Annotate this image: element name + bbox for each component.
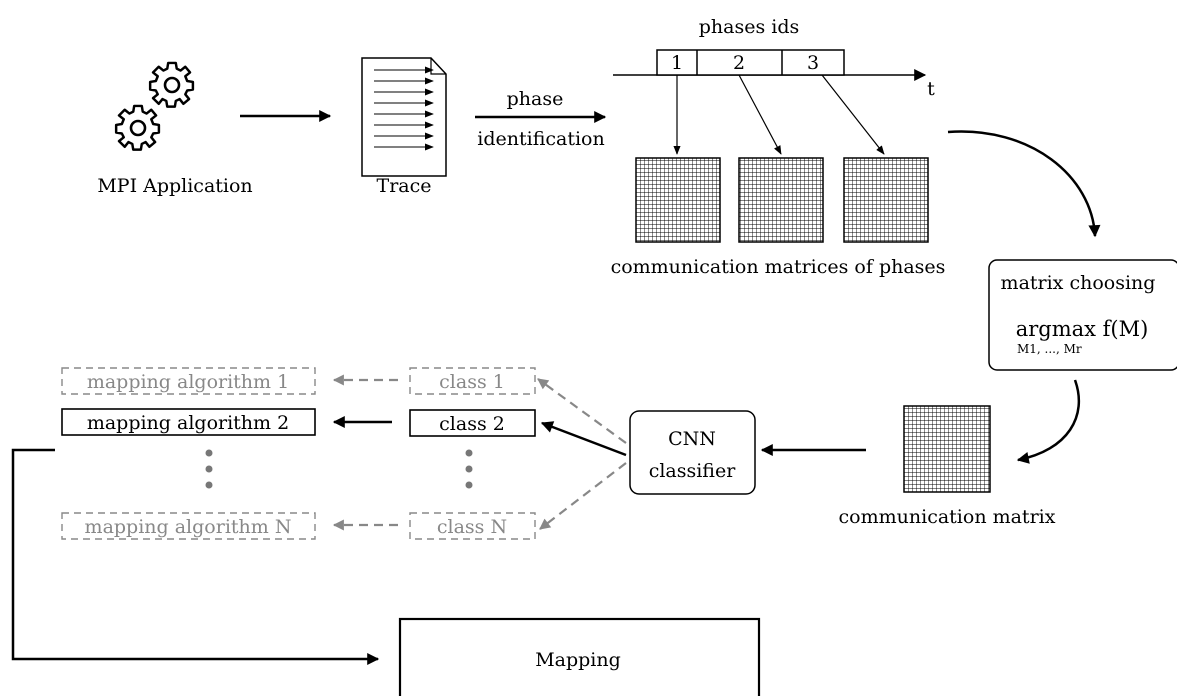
communication-matrix-label: communication matrix — [839, 506, 1056, 528]
mapping-algorithm-2-box: mapping algorithm 2 — [61, 408, 316, 436]
argmax-subscript: M1, ..., Mr — [1017, 342, 1082, 356]
cnn-classifier-box — [629, 410, 756, 495]
arrow-to-communication-matrix — [1016, 379, 1081, 464]
mapping-box — [398, 617, 761, 696]
arrow-phase-3-to-matrix — [821, 74, 885, 155]
algorithm-ellipsis — [205, 449, 213, 489]
phase-matrix-2 — [738, 157, 824, 243]
time-axis-label: t — [927, 78, 935, 100]
class-n-box: class N — [409, 512, 536, 540]
mpi-application-label: MPI Application — [97, 175, 252, 197]
phases-ids-label: phases ids — [699, 16, 800, 38]
mapping-algorithm-2-label: mapping algorithm 2 — [87, 412, 289, 434]
class-ellipsis — [465, 449, 473, 489]
mapping-algorithm-n-box: mapping algorithm N — [61, 512, 316, 540]
phase-identification-label-1: phase — [507, 88, 564, 110]
phase-matrix-1 — [635, 157, 721, 243]
mapping-algorithm-n-label: mapping algorithm N — [85, 516, 292, 538]
phase-id-1: 1 — [671, 52, 683, 74]
arrow-phase-2-to-matrix — [738, 74, 782, 155]
trace-document-icon — [361, 57, 447, 177]
classifier-label: classifier — [649, 460, 737, 482]
mapping-label: Mapping — [535, 649, 621, 671]
arrow-cnn-to-class-2 — [540, 421, 627, 457]
phase-matrices-caption: communication matrices of phases — [611, 256, 946, 278]
class-1-box: class 1 — [409, 367, 536, 395]
argmax-label: argmax f(M) — [1016, 317, 1149, 341]
mapping-algorithm-1-box: mapping algorithm 1 — [61, 367, 316, 395]
mapping-algorithm-1-label: mapping algorithm 1 — [87, 371, 289, 393]
matrix-choosing-label: matrix choosing — [1001, 272, 1156, 294]
arrow-cnn-to-class-n — [539, 462, 627, 530]
arrow-cnn-to-class-1 — [537, 378, 627, 444]
phase-id-boxes: 1 2 3 — [656, 49, 845, 76]
phase-id-3: 3 — [807, 52, 819, 74]
trace-label: Trace — [377, 175, 432, 197]
communication-matrix — [903, 405, 991, 493]
gears-icon — [114, 61, 195, 151]
class-2-box: class 2 — [409, 409, 536, 437]
class-n-label: class N — [437, 516, 507, 538]
class-2-label: class 2 — [439, 413, 505, 435]
arrow-to-matrix-choosing — [947, 130, 1101, 238]
class-1-label: class 1 — [439, 371, 505, 393]
cnn-label: CNN — [668, 428, 716, 450]
arrow-algorithm-to-mapping — [11, 448, 380, 665]
phase-id-2: 2 — [733, 52, 745, 74]
matrix-choosing-box — [988, 259, 1177, 371]
phase-matrix-3 — [843, 157, 929, 243]
phase-identification-label-2: identification — [477, 128, 604, 150]
